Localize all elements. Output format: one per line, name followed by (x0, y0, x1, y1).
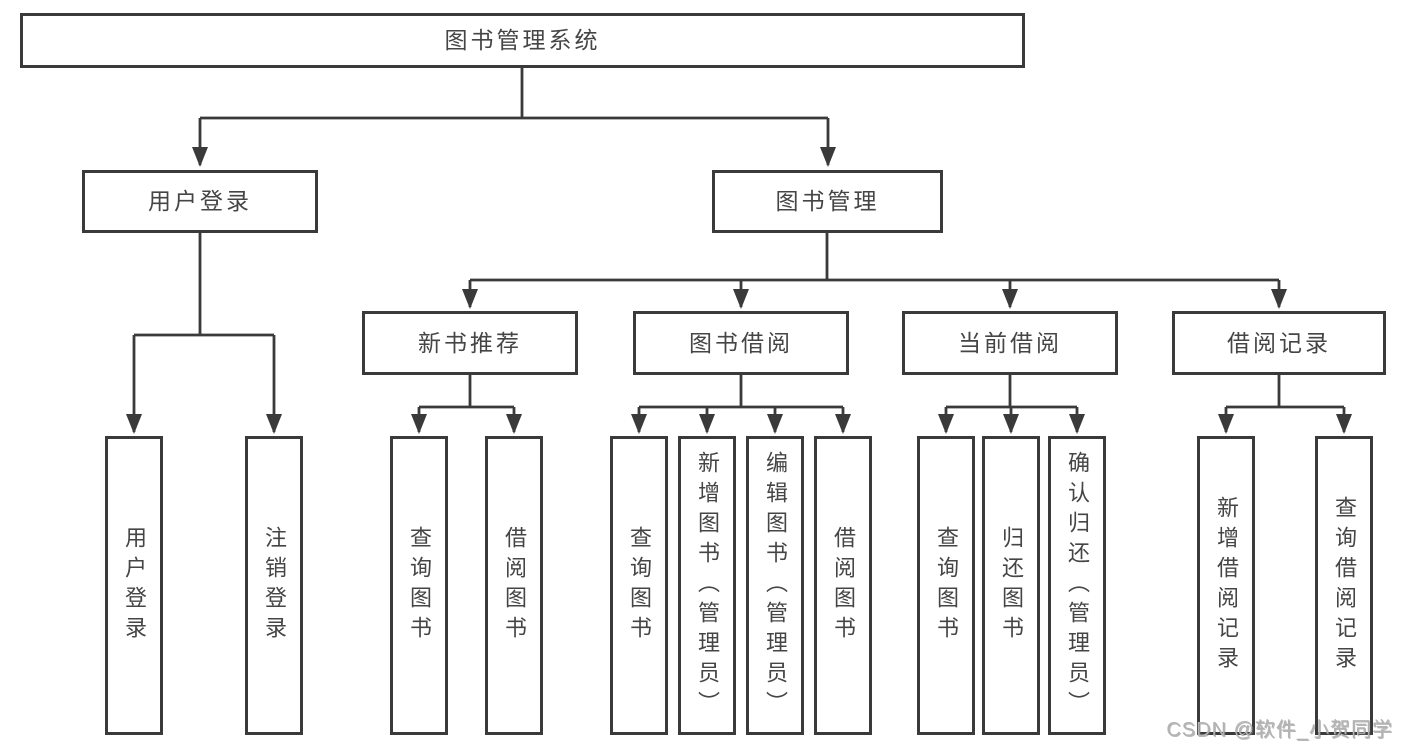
leaf-logout-label: 注销登录 (262, 525, 287, 646)
leaf-user-login-label: 用户登录 (122, 525, 147, 646)
node-new-book-recommend-label: 新书推荐 (418, 329, 522, 356)
leaf-borrow-edit-books-admin-label: 编辑图书（管理员） (763, 450, 788, 721)
leaf-current-confirm-return-admin-label: 确认归还（管理员） (1065, 450, 1090, 721)
csdn-watermark: CSDN @软件_小贺同学 (1166, 719, 1393, 741)
leaf-borrow-edit-books-admin: 编辑图书（管理员） (746, 436, 804, 735)
leaf-records-query-record-label: 查询借阅记录 (1332, 495, 1357, 676)
leaf-current-return-books: 归还图书 (982, 436, 1040, 735)
leaf-logout: 注销登录 (245, 436, 303, 735)
node-user-login-label: 用户登录 (148, 188, 252, 214)
leaf-user-login: 用户登录 (105, 436, 163, 735)
leaf-records-add-record-label: 新增借阅记录 (1214, 495, 1239, 676)
node-borrow-records-label: 借阅记录 (1227, 329, 1331, 356)
leaf-recommend-query-books-label: 查询图书 (407, 525, 432, 646)
leaf-recommend-borrow-books-label: 借阅图书 (502, 525, 527, 646)
leaf-recommend-query-books: 查询图书 (390, 436, 448, 735)
node-root: 图书管理系统 (20, 13, 1025, 68)
leaf-borrow-query-books: 查询图书 (610, 436, 668, 735)
node-current-borrow-label: 当前借阅 (958, 329, 1062, 356)
leaf-borrow-add-books-admin: 新增图书（管理员） (678, 436, 736, 735)
leaf-borrow-borrow-books: 借阅图书 (814, 436, 872, 735)
node-book-borrow-label: 图书借阅 (689, 329, 793, 356)
leaf-borrow-query-books-label: 查询图书 (627, 525, 652, 646)
connector-book-borrow (631, 375, 851, 434)
node-current-borrow: 当前借阅 (902, 311, 1118, 375)
leaf-current-return-books-label: 归还图书 (999, 525, 1024, 646)
leaf-borrow-add-books-admin-label: 新增图书（管理员） (695, 450, 720, 721)
leaf-recommend-borrow-books: 借阅图书 (485, 436, 543, 735)
node-borrow-records: 借阅记录 (1172, 311, 1386, 375)
node-user-login: 用户登录 (82, 170, 318, 233)
node-book-management: 图书管理 (712, 170, 943, 233)
node-root-label: 图书管理系统 (444, 27, 601, 53)
leaf-current-query-books-label: 查询图书 (934, 525, 959, 646)
connector-borrow-records (1218, 375, 1352, 434)
node-book-borrow: 图书借阅 (633, 311, 849, 375)
connector-new-book-recommend (411, 375, 522, 434)
leaf-records-query-record: 查询借阅记录 (1315, 436, 1373, 735)
leaf-current-confirm-return-admin: 确认归还（管理员） (1048, 436, 1106, 735)
connector-root (192, 68, 836, 167)
connector-book-management (462, 233, 1287, 309)
connector-user-login (126, 233, 282, 434)
leaf-records-add-record: 新增借阅记录 (1197, 436, 1255, 735)
connector-current-borrow (938, 375, 1085, 434)
node-new-book-recommend: 新书推荐 (362, 311, 578, 375)
leaf-current-query-books: 查询图书 (917, 436, 975, 735)
node-book-management-label: 图书管理 (775, 188, 880, 214)
leaf-borrow-borrow-books-label: 借阅图书 (831, 525, 856, 646)
